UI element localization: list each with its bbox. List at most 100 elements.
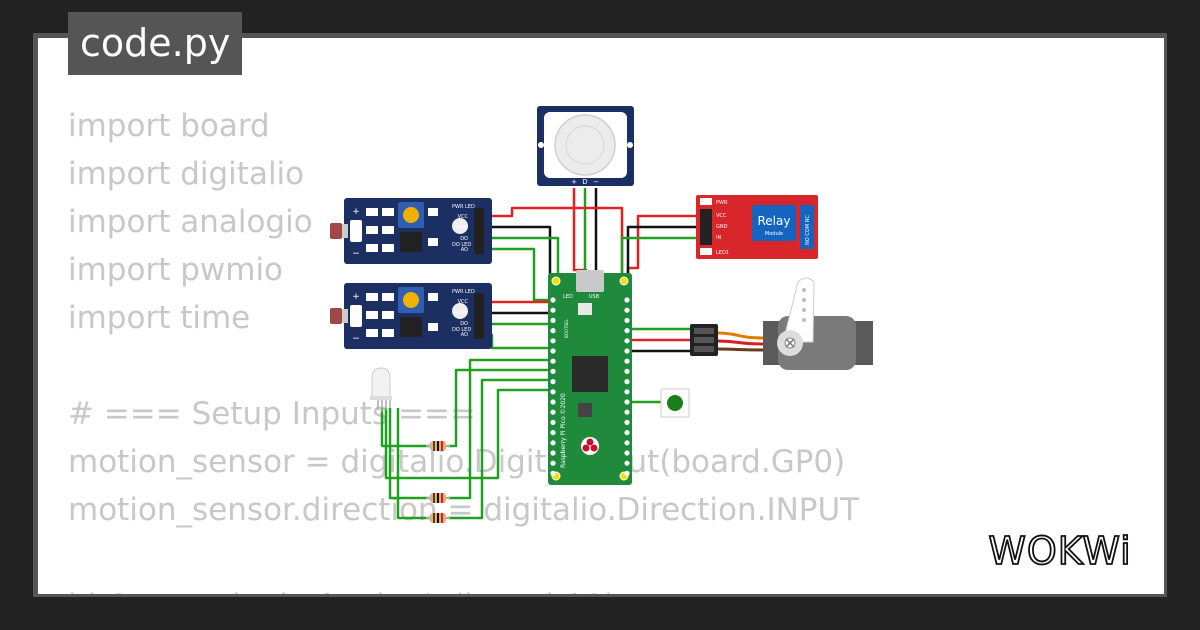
resistor-1 [426,441,450,451]
ldr1-pin-do: DO [460,236,468,242]
pico-pin [550,460,556,466]
pico-pin [624,368,630,374]
pico-pin [550,338,556,344]
relay-module[interactable]: PWR VCC GND IN LED1 Relay Module NO COM … [696,195,818,259]
pico-pin [550,419,556,425]
servo-motor[interactable] [690,277,873,370]
wires [380,188,698,520]
ldr2-pin-vcc: VCC [458,299,469,305]
wire-ldr1-vcc [486,206,624,288]
resistor-2 [426,493,450,503]
ldr1-pin-ao: AO [461,247,468,253]
ldr1-side-plus: + [352,207,360,217]
wire-ldr1-do [486,236,560,288]
pico-pin [550,348,556,354]
code-line: ldr1 = analogio.AnalogIn(board.A1) [68,588,617,594]
pico-board-label: Raspberry Pi Pico ©2020 [560,393,567,468]
ldr1-side-minus: − [352,249,360,259]
wire-led-blue [396,378,553,520]
wire-led-common [384,388,553,480]
pico-pin [624,470,630,476]
relay-title: Relay [758,214,791,228]
pico-pin [550,409,556,415]
pico-pin [624,379,630,385]
preview-card: import board import digitalio import ana… [38,38,1164,594]
resistor-3 [426,513,450,523]
pico-bootsel-label: BOOTSEL [564,319,569,338]
relay-pin-vcc: VCC [716,213,727,219]
raspberry-pi-pico[interactable]: USB LED BOOTSEL Raspberry Pi Pico ©2020 [548,270,632,485]
ldr2-pin-ao: AO [461,332,468,338]
pico-pin [624,430,630,436]
ldr2-pin-gnd: GND [457,310,469,316]
pico-pin [550,379,556,385]
pico-pin [550,470,556,476]
pico-pin [550,399,556,405]
push-button[interactable] [660,388,690,418]
pico-pin [550,389,556,395]
pico-led-label: LED [563,294,573,300]
pir-pin-minus: − [593,178,599,186]
relay-pin-in: IN [716,235,721,241]
pir-sensor[interactable]: + D − [537,106,634,186]
pico-pin [550,297,556,303]
wire-relay-gnd [626,225,698,288]
pico-pin [624,307,630,313]
wire-led-green [388,358,553,500]
wire-relay-in [620,236,698,288]
ldr2-do-led-label: DO LED [452,327,471,333]
ldr1-do-led-label: DO LED [452,242,471,248]
code-line: import digitalio [68,156,305,192]
code-line: # === Setup Inputs === [68,396,476,432]
ldr1-pin-vcc: VCC [458,214,469,220]
pico-pin [550,317,556,323]
wire-ldr1-ao [486,247,553,302]
pico-pin [550,440,556,446]
wire-ldr1-gnd [486,225,552,288]
wire-led-red [380,368,553,448]
pico-pin [624,338,630,344]
relay-terminals-label: NO COM NC [805,215,811,245]
pico-usb-label: USB [589,294,600,300]
ldr1-pin-gnd: GND [457,225,469,231]
relay-pin-gnd: GND [716,224,728,230]
wokwi-logo: WOKWi [987,528,1131,574]
pico-pin [550,307,556,313]
pico-pin [624,409,630,415]
ldr2-pin-do: DO [460,321,468,327]
wire-ldr2-ao [486,333,553,350]
relay-pwr-label: PWR [716,200,728,206]
pico-pin [624,348,630,354]
code-line: import pwmio [68,252,284,288]
pico-pin [624,450,630,456]
pico-pin [624,328,630,334]
ldr2-side-plus: + [352,292,360,302]
pico-pin-rows [550,297,630,476]
rgb-led[interactable] [370,367,392,412]
ldr-module-2[interactable]: + − PWR LED DO LED VCC GND DO AO [330,283,492,349]
relay-led1-label: LED1 [716,250,729,256]
file-tab[interactable]: code.py [68,12,243,75]
ldr2-side-minus: − [352,334,360,344]
ldr-module-1[interactable]: + − PWR LED DO LED VCC GND DO AO [330,198,492,264]
code-line: import time [68,300,251,336]
ldr2-pwr-led-label: PWR LED [452,289,475,295]
pico-pin [550,368,556,374]
pico-pin [550,328,556,334]
code-line: import analogio [68,204,313,240]
pico-pin [624,317,630,323]
circuit-diagram: + D − + − PWR LED DO LED VCC GND DO [330,106,873,523]
pico-pin [550,430,556,436]
pico-pin [550,450,556,456]
ldr1-pwr-led-label: PWR LED [452,204,475,210]
pico-pin [624,399,630,405]
pico-pin [624,389,630,395]
pico-pin [624,297,630,303]
pico-pin [624,460,630,466]
pir-pin-data: D [582,178,587,186]
pico-pin [624,440,630,446]
code-listing: import board import digitalio import ana… [68,102,859,594]
pico-pin [624,419,630,425]
wokwi-logo-text: WOKWi [988,529,1131,573]
pico-pin [624,358,630,364]
